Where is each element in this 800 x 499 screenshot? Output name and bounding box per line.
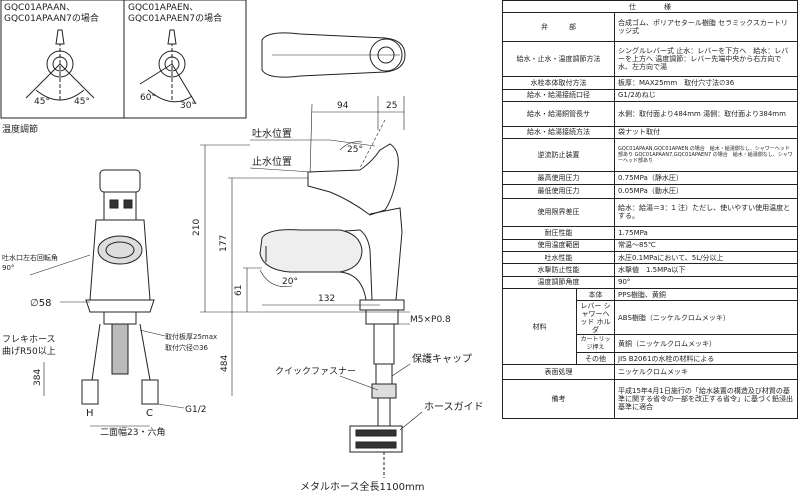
stop-position-label: 止水位置 xyxy=(252,155,292,168)
quick-fastener-label: クイックファスナー xyxy=(275,366,356,377)
spec-label: 耐圧性能 xyxy=(502,226,615,240)
right-angle-b: 30° xyxy=(180,101,196,111)
spec-value: シングルレバー式 止水：レバーを下方へ 給水：レバーを上方へ 温度調節：レバー先… xyxy=(614,41,798,78)
spec-header: 仕 様 xyxy=(502,0,798,14)
metal-hose-label: メタルホース全長1100mm xyxy=(300,480,424,493)
protective-cap-label: 保護キャップ xyxy=(412,352,472,365)
angle-20: 20° xyxy=(282,277,298,287)
dim-61: 61 xyxy=(234,285,244,296)
note-value: 平成15年4月1日施行の「給水装置の構造及び材質の基準に関する省令の一部を改正す… xyxy=(614,378,798,420)
spec-label: 使用限界差圧 xyxy=(502,197,615,228)
material-value: JIS B2061の水栓の材料による xyxy=(614,351,798,366)
variant-left-label-2: GQC01APAAN7の場合 xyxy=(4,12,99,24)
hose-assembly xyxy=(349,363,403,478)
dim-210: 210 xyxy=(192,219,202,236)
variant-right-label-1: GQC01APAEN、 xyxy=(128,3,198,13)
temp-adjust-label: 温度調節 xyxy=(2,123,38,135)
material-part: その他 xyxy=(576,351,615,366)
variant-right-label-2: GQC01APAEN7の場合 xyxy=(128,12,222,24)
front-view-faucet xyxy=(81,169,159,405)
side-view-faucet xyxy=(259,143,405,365)
technical-drawing: GQC01APAAN、 GQC01APAAN7の場合 GQC01APAEN、 G… xyxy=(0,0,484,493)
dim-132: 132 xyxy=(318,294,335,304)
spec-label: 給水・止水・温度調節方法 xyxy=(502,41,615,78)
mount-hole: 取付穴径∅36 xyxy=(165,343,209,352)
right-angle-a: 60° xyxy=(140,93,156,103)
spec-value: 1.75MPa xyxy=(614,226,798,240)
spec-value: 0.75MPa（静水圧） xyxy=(614,170,798,186)
left-angle-a: 45° xyxy=(34,97,50,107)
m5-label: M5×P0.8 xyxy=(410,315,451,325)
cold-label: C xyxy=(146,408,153,419)
g12-label: G1/2 xyxy=(185,405,206,415)
spec-value: 合成ゴム、ポリアセタール樹脂 セラミックスカートリッジ式 xyxy=(614,12,798,43)
spec-label: 使用温度範囲 xyxy=(502,238,615,253)
spec-table: 仕 様 弁 部合成ゴム、ポリアセタール樹脂 セラミックスカートリッジ式 給水・止… xyxy=(502,0,798,420)
dim-484: 484 xyxy=(220,355,230,372)
material-part: レバー シャワーヘッド ホルダ xyxy=(576,300,615,336)
spec-value: 給水：給湯＝3：1 注）ただし、使いやすい使用温度とする。 xyxy=(614,197,798,228)
left-angle-b: 45° xyxy=(74,97,90,107)
spec-value: 常温～85℃ xyxy=(614,238,798,253)
finish-value: ニッケルクロムメッキ xyxy=(614,364,798,380)
flex-hose-label: フレキホース xyxy=(2,334,56,345)
spec-label: 最高使用圧力 xyxy=(502,170,615,186)
material-part: カートリッジ押え xyxy=(576,334,615,353)
spec-value: 板厚：MAX25mm 取付穴寸法∅36 xyxy=(614,76,798,90)
spec-label: 温度調節角度 xyxy=(502,275,615,290)
top-view-lever xyxy=(261,32,406,78)
spec-value: 袋ナット取付 xyxy=(614,125,798,139)
left-lever-dial xyxy=(25,29,95,101)
note-label: 備考 xyxy=(502,378,615,420)
mount-thickness: 取付板厚25max xyxy=(165,332,217,341)
material-value: ABS樹脂（ニッケルクロムメッキ） xyxy=(614,300,798,336)
spec-label: 吐水性能 xyxy=(502,251,615,265)
spec-label: 給水・給湯接続口径 xyxy=(502,88,615,102)
spec-label: 給水・給湯接続方法 xyxy=(502,125,615,139)
spec-value: G1/2めねじ xyxy=(614,88,798,102)
swivel-label-1: 吐水口左右回転角 xyxy=(2,253,58,262)
spec-value: 水圧0.1MPaにおいて、5L/分以上 xyxy=(614,251,798,265)
spout-position-label: 吐水位置 xyxy=(252,127,292,140)
spec-label: 給水・給湯銅管長サ xyxy=(502,100,615,127)
hot-label: H xyxy=(86,408,94,419)
finish-label: 表面処理 xyxy=(502,364,615,380)
spec-label: 逆流防止装置 xyxy=(502,137,615,172)
flex-bend-label: 曲げR50以上 xyxy=(2,346,56,357)
angle-25: 25° xyxy=(347,145,363,155)
spec-value: 0.05MPa（動水圧） xyxy=(614,184,798,199)
spec-value: 水撃値 1.5MPa以下 xyxy=(614,263,798,277)
hose-guide-label: ホースガイド xyxy=(424,401,484,413)
materials-label: 材料 xyxy=(502,288,577,366)
spec-label: 最低使用圧力 xyxy=(502,184,615,199)
dim-94: 94 xyxy=(337,101,349,111)
right-lever-dial xyxy=(139,29,197,105)
material-value: PPS樹脂、黄銅 xyxy=(614,288,798,302)
material-part: 本体 xyxy=(576,288,615,302)
dim-94-ext-left xyxy=(309,103,313,176)
spec-label: 水撃防止性能 xyxy=(502,263,615,277)
spec-label: 弁 部 xyxy=(502,12,615,43)
spec-value: GQC01APAAN,GQC01APAEN の場合 給水・給湯側なし、シャワーヘ… xyxy=(614,137,798,172)
spec-value: 90° xyxy=(614,275,798,290)
variant-left-label-1: GQC01APAAN、 xyxy=(4,3,75,13)
dim-384: 384 xyxy=(33,369,43,386)
spec-value: 水側：取付面より484mm 湯側：取付面より384mm xyxy=(614,100,798,127)
swivel-label-2: 90° xyxy=(2,264,14,272)
dia-58: ∅58 xyxy=(30,298,51,309)
hex-label: 二面幅23・六角 xyxy=(100,426,165,438)
material-value: 黄銅（ニッケルクロムメッキ） xyxy=(614,334,798,353)
dim-25: 25 xyxy=(386,101,397,111)
dim-177: 177 xyxy=(219,235,229,252)
spec-label: 水栓本体取付方法 xyxy=(502,76,615,90)
